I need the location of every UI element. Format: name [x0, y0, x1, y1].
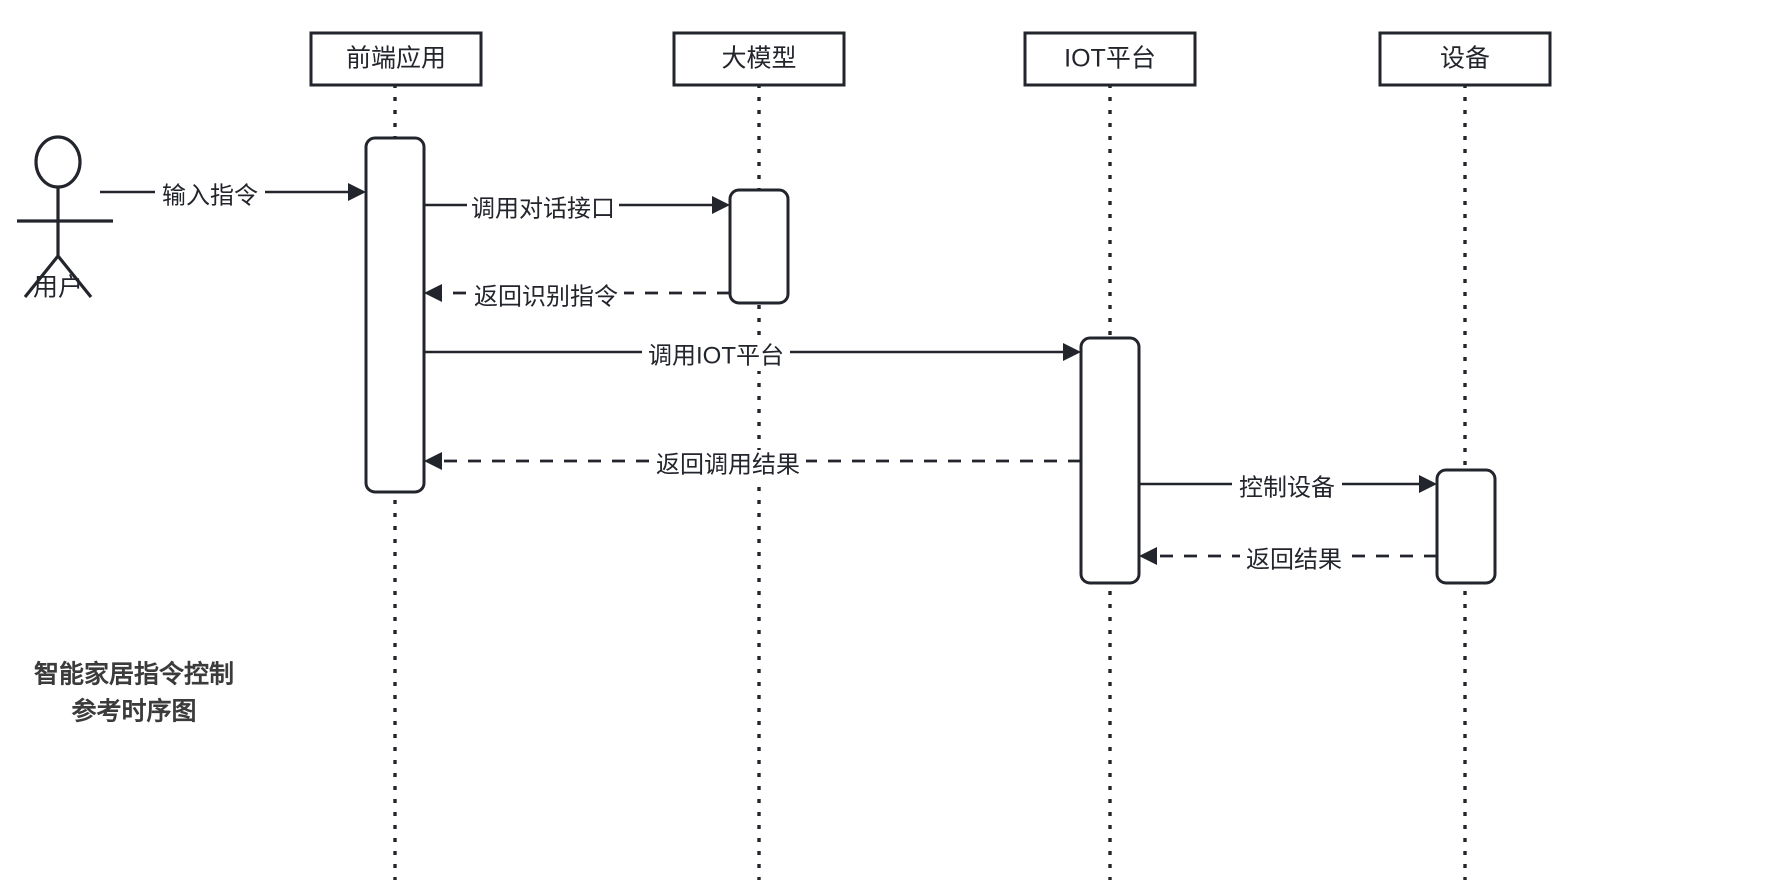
message-label-m7: 返回结果 — [1246, 546, 1342, 573]
message-label-bg-m6 — [1232, 473, 1342, 503]
stick-figure-actor-icon — [17, 135, 113, 299]
message-return-call-result[interactable]: 返回调用结果 — [424, 450, 1081, 480]
message-label-m1: 输入指令 — [162, 182, 258, 209]
participant-box-iot — [1023, 31, 1197, 87]
message-label-bg-m2 — [467, 194, 619, 224]
participant-llm[interactable]: 大模型 — [672, 31, 846, 87]
message-label-m5: 返回调用结果 — [656, 451, 800, 478]
message-label-bg-m4 — [642, 341, 790, 371]
message-return-recognized-command[interactable]: 返回识别指令 — [424, 282, 730, 312]
caption-line-1: 智能家居指令控制 — [34, 660, 234, 689]
activation-bar-frontend — [364, 136, 426, 494]
caption-line-2: 参考时序图 — [71, 697, 196, 726]
message-label-m4: 调用IOT平台 — [648, 342, 784, 369]
message-label-m3: 返回识别指令 — [474, 283, 618, 310]
message-label-m6: 控制设备 — [1239, 474, 1335, 501]
arrowhead-m7 — [1139, 547, 1157, 565]
participant-label-frontend: 前端应用 — [346, 45, 446, 73]
participant-box-llm — [672, 31, 846, 87]
activation-bar-device — [1435, 468, 1497, 585]
participant-box-device — [1378, 31, 1552, 87]
message-call-dialog-api[interactable]: 调用对话接口 — [424, 194, 730, 224]
diagram-caption: 智能家居指令控制 参考时序图 — [34, 660, 234, 726]
message-label-bg-m3 — [468, 282, 624, 312]
actor-label-user: 用户 — [33, 274, 83, 302]
actor-user[interactable]: 用户 — [17, 135, 113, 302]
arrowhead-m1 — [348, 183, 366, 201]
arrowhead-m4 — [1063, 343, 1081, 361]
participant-label-llm: 大模型 — [721, 45, 796, 73]
arrowhead-m5 — [424, 452, 442, 470]
message-input-command[interactable]: 输入指令 — [100, 181, 366, 211]
message-return-result[interactable]: 返回结果 — [1139, 545, 1437, 575]
message-label-bg-m1 — [155, 181, 265, 211]
activation-bar-iot — [1079, 336, 1141, 585]
message-control-device[interactable]: 控制设备 — [1139, 473, 1437, 503]
participant-label-device: 设备 — [1440, 45, 1490, 73]
message-label-bg-m7 — [1240, 545, 1348, 575]
message-label-m2: 调用对话接口 — [471, 195, 615, 222]
message-call-iot-platform[interactable]: 调用IOT平台 — [424, 341, 1081, 371]
arrowhead-m6 — [1419, 475, 1437, 493]
arrowhead-m3 — [424, 284, 442, 302]
participant-frontend[interactable]: 前端应用 — [309, 31, 483, 87]
message-label-bg-m5 — [650, 450, 806, 480]
participant-device[interactable]: 设备 — [1378, 31, 1552, 87]
participant-iot[interactable]: IOT平台 — [1023, 31, 1197, 87]
participant-label-iot: IOT平台 — [1064, 45, 1156, 73]
activation-bar-llm — [728, 188, 790, 305]
participant-box-frontend — [309, 31, 483, 87]
arrowhead-m2 — [712, 196, 730, 214]
